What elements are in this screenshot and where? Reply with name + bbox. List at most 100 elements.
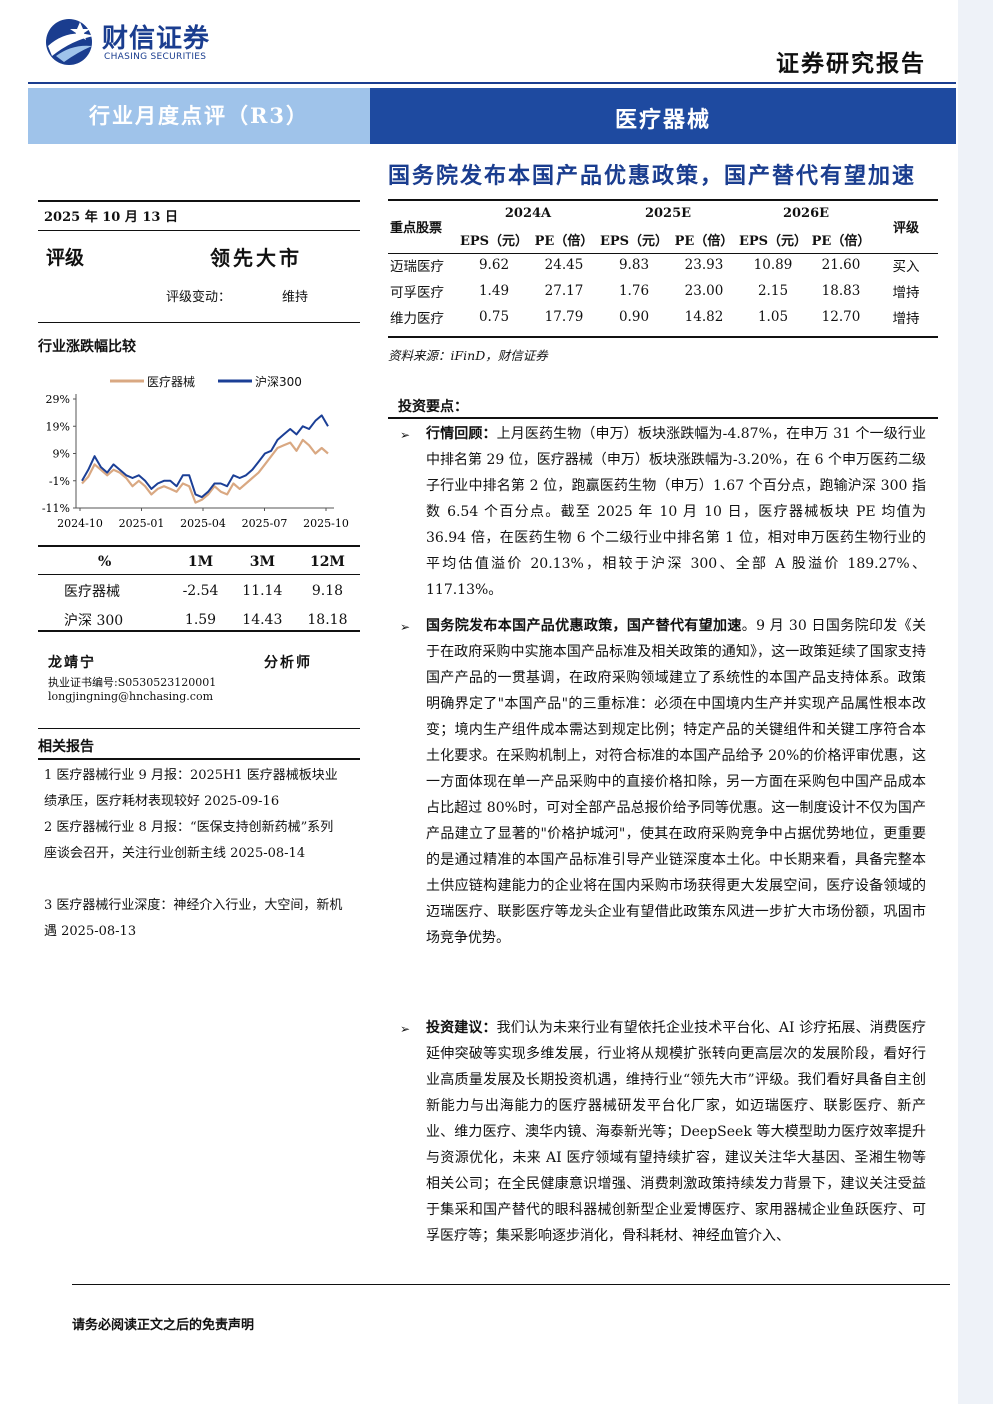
perf-cell: -2.54 bbox=[182, 582, 219, 599]
perf-cell: 9.18 bbox=[311, 582, 344, 599]
table-rule bbox=[388, 336, 938, 338]
globe-icon bbox=[46, 19, 94, 65]
legend-label-series-2: 沪深300 bbox=[255, 375, 302, 389]
perf-cell: 18.18 bbox=[307, 611, 348, 628]
bullet-arrow-icon: ➢ bbox=[400, 428, 411, 442]
rating-change-value: 维持 bbox=[282, 290, 309, 305]
perf-header-cell: 1M bbox=[187, 554, 214, 570]
y-tick-label: 19% bbox=[46, 420, 70, 433]
footer-rule bbox=[72, 1284, 950, 1285]
side-strip bbox=[958, 0, 993, 1404]
table-row: 沪深 300 1.59 14.43 18.18 bbox=[38, 605, 360, 634]
left-rule bbox=[38, 322, 360, 323]
stock-cell: 9.83 bbox=[618, 257, 650, 273]
rating-value: 领先大市 bbox=[210, 246, 302, 270]
x-tick-label: 2025-01 bbox=[119, 517, 165, 530]
bullet-paragraph: 国务院发布本国产品优惠政策，国产替代有望加速。9 月 30 日国务院印发《关于在… bbox=[426, 613, 926, 951]
brand-logo: 财信证券 CHASING SECURITIES bbox=[42, 16, 242, 68]
key-points-title: 投资要点： bbox=[398, 399, 468, 415]
table-rule bbox=[388, 199, 938, 201]
stock-cell: 0.75 bbox=[478, 309, 510, 325]
banner-report-category: 行业月度点评（R3） bbox=[28, 88, 370, 144]
col-stock: 重点股票 bbox=[390, 220, 443, 236]
bullet-title: 国务院发布本国产品优惠政策，国产替代有望加速 bbox=[426, 618, 742, 634]
bullet-paragraph: 行情回顾：上月医药生物（申万）板块涨跌幅为-4.87%，在申万 31 个一级行业… bbox=[426, 421, 926, 603]
chart-title: 行业涨跌幅比较 bbox=[38, 339, 136, 355]
bullet-text: 上月医药生物（申万）板块涨跌幅为-4.87%，在申万 31 个一级行业中排名第 … bbox=[426, 426, 926, 598]
rating-change-label: 评级变动： bbox=[166, 290, 232, 305]
stock-cell: 21.60 bbox=[821, 257, 861, 273]
report-type: 证券研究报告 bbox=[776, 50, 926, 77]
analyst-email[interactable]: longjingning@hnchasing.com bbox=[48, 690, 214, 703]
stock-cell: 23.00 bbox=[684, 283, 724, 299]
perf-header-cell: % bbox=[97, 554, 112, 570]
x-tick-label: 2025-07 bbox=[242, 517, 288, 530]
related-report-item[interactable]: 3 医疗器械行业深度：神经介入行业，大空间，新机遇 2025-08-13 bbox=[44, 898, 343, 939]
performance-table-header: % 1M 3M 12M bbox=[38, 548, 360, 576]
y-tick-label: -1% bbox=[49, 475, 70, 488]
perf-cell: 1.59 bbox=[184, 611, 217, 628]
stock-cell: 1.76 bbox=[618, 283, 650, 299]
analyst-name: 龙靖宁 bbox=[48, 655, 96, 671]
stock-cell: 1.05 bbox=[757, 309, 789, 325]
brand-name-en: CHASING SECURITIES bbox=[104, 52, 207, 62]
report-date: 2025 年 10 月 13 日 bbox=[44, 210, 178, 225]
header-rule bbox=[28, 82, 956, 84]
stock-cell: 9.62 bbox=[478, 257, 510, 273]
left-rule bbox=[38, 630, 360, 632]
related-report-item[interactable]: 2 医疗器械行业 8 月报：“医保支持创新药械”系列座谈会召开，关注行业创新主线… bbox=[44, 820, 334, 861]
stock-cell: 12.70 bbox=[821, 309, 861, 325]
table-row: 迈瑞医疗 9.62 24.45 9.83 23.93 10.89 21.60 买… bbox=[388, 252, 938, 278]
left-rule bbox=[38, 200, 360, 202]
stock-cell: 可孚医疗 bbox=[390, 285, 444, 301]
stock-cell: 10.89 bbox=[753, 257, 793, 273]
x-tick-label: 2025-04 bbox=[180, 517, 226, 530]
col-year: 2025E bbox=[644, 205, 692, 221]
col-rating: 评级 bbox=[892, 220, 919, 236]
stock-table-header-metrics: EPS（元） PE（倍） EPS（元） PE（倍） EPS（元） PE（倍） bbox=[388, 226, 938, 252]
col-eps: EPS（元） bbox=[459, 233, 529, 249]
footer-disclaimer[interactable]: 请务必阅读正文之后的免责声明 bbox=[72, 1318, 255, 1333]
stock-cell: 18.83 bbox=[821, 283, 861, 299]
data-source: 资料来源：iFinD，财信证券 bbox=[388, 348, 548, 363]
legend-label-series-1: 医疗器械 bbox=[147, 374, 195, 389]
perf-cell: 沪深 300 bbox=[64, 612, 124, 629]
col-pe: PE（倍） bbox=[811, 233, 871, 249]
stock-cell: 27.17 bbox=[544, 283, 584, 299]
left-rule bbox=[38, 758, 360, 760]
perf-cell: 11.14 bbox=[242, 582, 283, 599]
related-reports-title: 相关报告 bbox=[38, 739, 94, 755]
series-line-1 bbox=[81, 438, 329, 504]
stock-table-header-years: 重点股票 2024A 2025E 2026E 评级 bbox=[388, 200, 938, 236]
bullet-paragraph: 投资建议：我们认为未来行业有望依托企业技术平台化、AI 诊疗拓展、消费医疗延伸突… bbox=[426, 1015, 926, 1249]
related-report-item[interactable]: 1 医疗器械行业 9 月报：2025H1 医疗器械板块业绩承压，医疗耗材表现较好… bbox=[44, 768, 338, 809]
x-tick-label: 2024-10 bbox=[57, 517, 103, 530]
chart-legend: 医疗器械 沪深300 bbox=[110, 374, 302, 389]
left-rule bbox=[38, 574, 360, 575]
performance-table: % 1M 3M 12M 医疗器械 -2.54 11.14 9.18 沪深 300… bbox=[38, 548, 360, 634]
col-pe: PE（倍） bbox=[534, 233, 594, 249]
y-tick-label: -11% bbox=[42, 502, 70, 515]
brand-name-cn: 财信证券 bbox=[102, 24, 211, 54]
stock-cell: 增持 bbox=[892, 285, 920, 301]
stock-cell: 2.15 bbox=[757, 283, 789, 299]
analyst-role: 分析师 bbox=[264, 655, 312, 671]
stock-cell: 0.90 bbox=[618, 309, 650, 325]
key-points-rule bbox=[388, 417, 938, 419]
stock-cell: 17.79 bbox=[544, 309, 584, 325]
left-rule bbox=[38, 230, 360, 231]
left-rule bbox=[38, 545, 360, 547]
stock-cell: 迈瑞医疗 bbox=[390, 259, 444, 275]
table-row: 医疗器械 -2.54 11.14 9.18 bbox=[38, 576, 360, 605]
bullet-text: 。9 月 30 日国务院印发《关于在政府采购中实施本国产品标准及相关政策的通知》… bbox=[426, 618, 926, 946]
rating-label: 评级 bbox=[46, 247, 85, 269]
banner-industry: 医疗器械 bbox=[370, 88, 956, 144]
bullet-title: 投资建议： bbox=[426, 1020, 497, 1036]
col-pe: PE（倍） bbox=[674, 233, 734, 249]
table-row: 可孚医疗 1.49 27.17 1.76 23.00 2.15 18.83 增持 bbox=[388, 278, 938, 304]
bullet-arrow-icon: ➢ bbox=[400, 620, 411, 634]
table-row: 维力医疗 0.75 17.79 0.90 14.82 1.05 12.70 增持 bbox=[388, 304, 938, 330]
perf-header-cell: 3M bbox=[249, 554, 275, 570]
stock-cell: 增持 bbox=[892, 311, 920, 327]
